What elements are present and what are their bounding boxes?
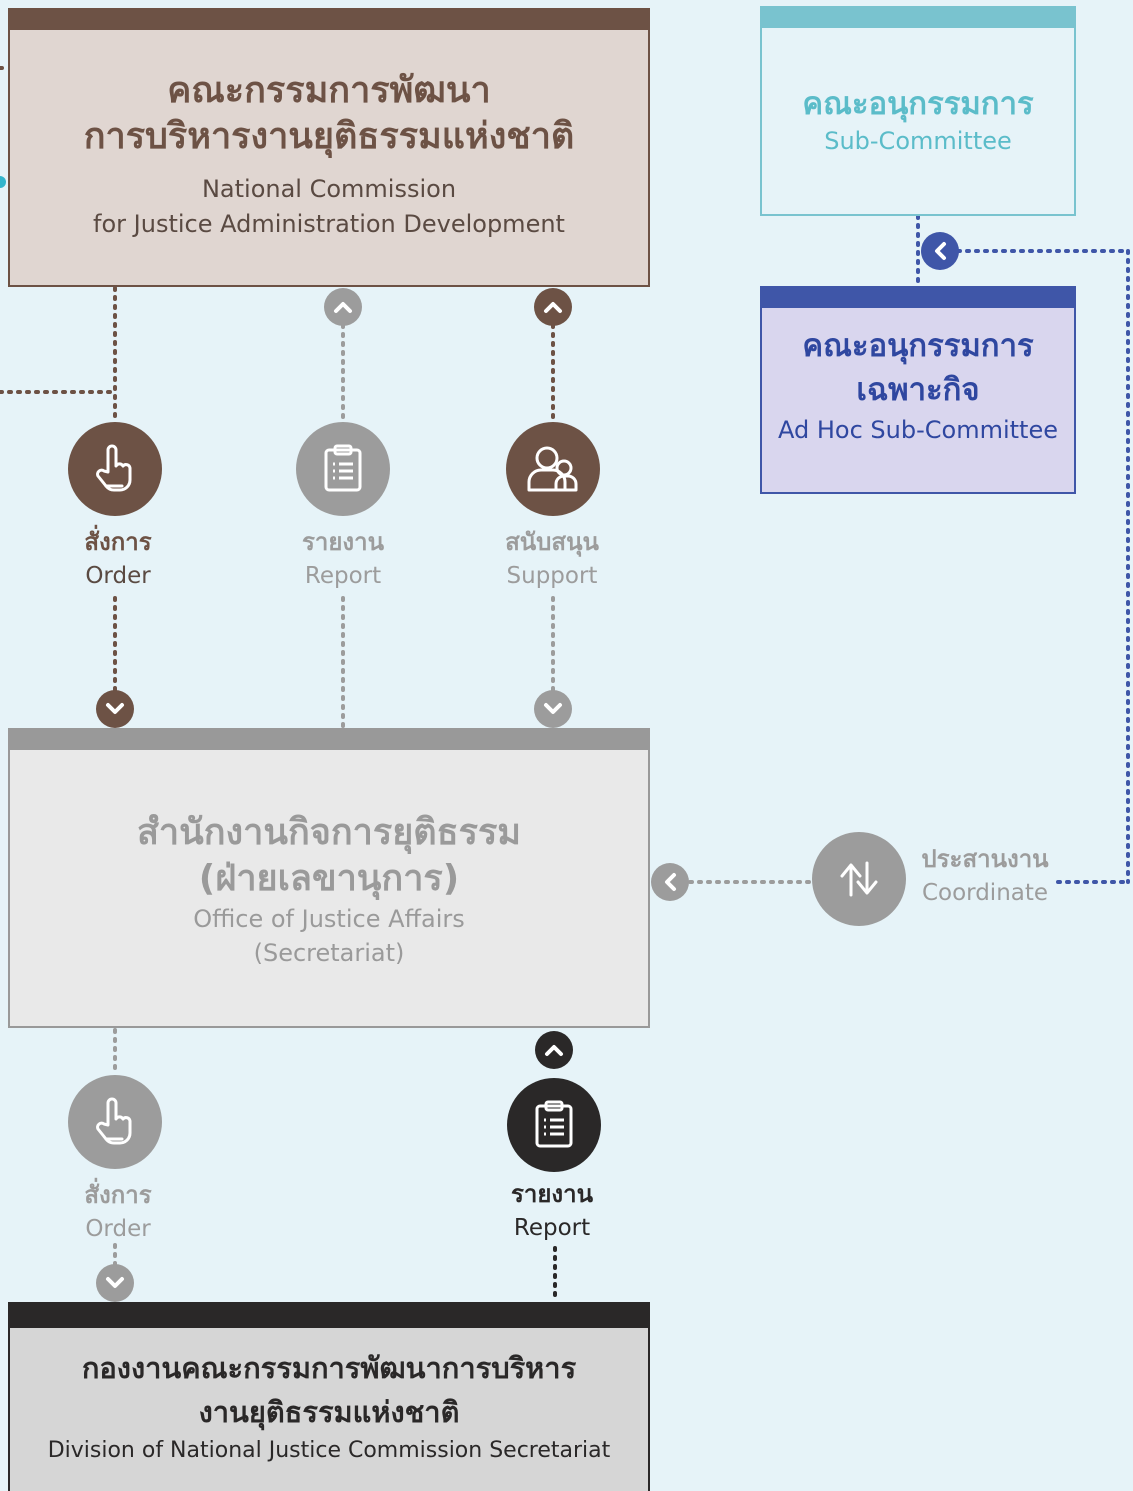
national-commission-title-en: National Commission	[201, 175, 457, 203]
office-title-th-2: (ฝ่ายเลขานุการ)	[198, 858, 460, 899]
division-title-en: Division of National Justice Commission …	[47, 1438, 611, 1463]
sub-committee-header-bar	[762, 8, 1074, 28]
division-title-th-2: งานยุติธรรมแห่งชาติ	[198, 1395, 460, 1429]
sub-committee-title-th: คณะอนุกรรมการ	[802, 86, 1034, 122]
order-top-label-th: สั่งการ	[84, 528, 152, 556]
chevron-up-icon	[544, 302, 562, 313]
report-bottom-label-th: รายงาน	[510, 1180, 594, 1208]
adhoc-sub-committee-title-en: Ad Hoc Sub-Committee	[778, 416, 1058, 444]
national-commission-box: คณะกรรมการพัฒนา การบริหารงานยุติธรรมแห่ง…	[8, 8, 650, 287]
chevron-down-icon	[106, 1277, 124, 1288]
office-title-en: Office of Justice Affairs	[193, 905, 465, 933]
clipboard-icon	[535, 1100, 573, 1148]
national-commission-title-th-2: การบริหารงานยุติธรรมแห่งชาติ	[83, 116, 575, 157]
order-bottom-down-arrow	[96, 1264, 134, 1302]
support-down-arrow	[534, 690, 572, 728]
report-top-circle	[296, 422, 390, 516]
chevron-down-icon	[106, 703, 124, 714]
order-bottom-circle	[68, 1075, 162, 1169]
support-top-label-en: Support	[506, 563, 598, 589]
office-title-th: สำนักงานกิจการยุติธรรม	[136, 812, 522, 853]
sync-arrows-icon	[840, 861, 878, 897]
support-up-arrow	[534, 288, 572, 326]
office-left-arrow	[651, 863, 689, 901]
chevron-up-icon	[545, 1045, 563, 1056]
national-commission-title-en-2: for Justice Administration Development	[93, 210, 565, 238]
report-bottom-label: รายงาน Report	[472, 1177, 632, 1245]
chevron-down-icon	[544, 703, 562, 714]
division-header-bar	[10, 1304, 648, 1328]
chevron-up-icon	[334, 302, 352, 313]
order-bottom-label-th: สั่งการ	[84, 1181, 152, 1209]
coordinate-label-en: Coordinate	[921, 880, 1049, 906]
people-icon	[527, 446, 578, 492]
sub-committee-box: คณะอนุกรรมการ Sub-Committee	[760, 6, 1076, 216]
report-top-label: รายงาน Report	[263, 525, 423, 593]
national-commission-header-bar	[10, 10, 648, 30]
report-bottom-circle	[507, 1078, 601, 1172]
order-top-label-en: Order	[85, 563, 151, 589]
pointing-hand-icon	[96, 1097, 132, 1145]
division-title-th: กองงานคณะกรรมการพัฒนาการบริหาร	[81, 1351, 577, 1385]
chevron-left-icon	[665, 873, 676, 891]
national-commission-title-th: คณะกรรมการพัฒนา	[167, 70, 491, 111]
order-top-label: สั่งการ Order	[38, 525, 198, 593]
order-bottom-label-en: Order	[85, 1216, 151, 1242]
adhoc-sub-committee-title-th-2: เฉพาะกิจ	[856, 372, 980, 408]
support-top-label: สนับสนุน Support	[472, 525, 632, 593]
adhoc-left-arrow	[921, 232, 959, 270]
order-down-arrow	[96, 690, 134, 728]
sub-committee-title-en: Sub-Committee	[824, 127, 1012, 155]
report-bottom-label-en: Report	[513, 1215, 591, 1241]
coordinate-label-th: ประสานงาน	[921, 845, 1049, 873]
office-header-bar	[10, 730, 648, 750]
office-of-justice-affairs-box: สำนักงานกิจการยุติธรรม (ฝ่ายเลขานุการ) O…	[8, 728, 650, 1028]
support-top-label-th: สนับสนุน	[505, 528, 599, 556]
adhoc-sub-committee-box: คณะอนุกรรมการ เฉพาะกิจ Ad Hoc Sub-Commit…	[760, 286, 1076, 494]
chevron-left-icon	[935, 242, 946, 260]
adhoc-sub-committee-header-bar	[762, 288, 1074, 308]
adhoc-sub-committee-title-th: คณะอนุกรรมการ	[802, 328, 1034, 364]
order-top-circle	[68, 422, 162, 516]
report-bottom-up-arrow	[535, 1031, 573, 1069]
support-top-circle	[506, 422, 600, 516]
clipboard-icon	[324, 444, 362, 492]
coordinate-circle	[812, 832, 906, 926]
order-bottom-label: สั่งการ Order	[38, 1178, 198, 1246]
office-title-en-2: (Secretariat)	[253, 939, 405, 967]
report-top-label-en: Report	[304, 563, 382, 589]
report-top-label-th: รายงาน	[301, 528, 385, 556]
report-up-arrow	[324, 288, 362, 326]
coordinate-label: ประสานงาน Coordinate	[905, 842, 1065, 910]
division-box: กองงานคณะกรรมการพัฒนาการบริหาร งานยุติธร…	[8, 1302, 650, 1491]
pointing-hand-icon	[96, 444, 132, 492]
